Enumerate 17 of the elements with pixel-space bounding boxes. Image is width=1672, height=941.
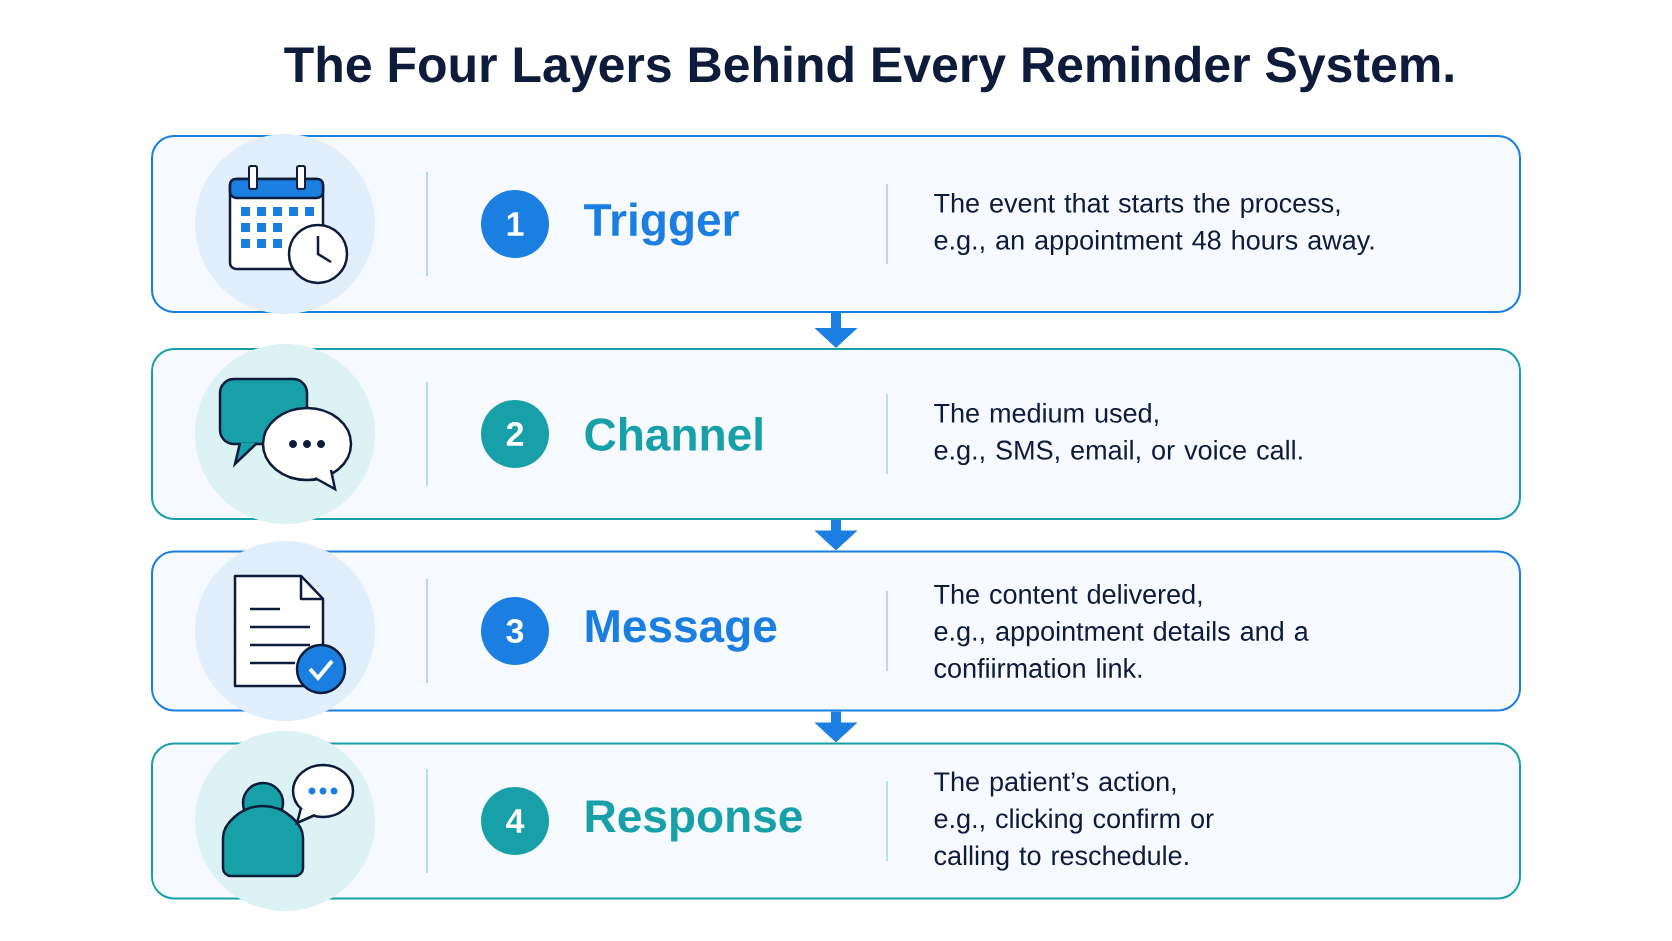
example-text: e.g., appointment details and a confiirmation link. (934, 621, 1309, 678)
number-badge: 2 (481, 400, 549, 468)
description-text: The medium used, (934, 402, 1158, 426)
description-text: The patient’s action, (934, 771, 1176, 797)
description-text: The content delivered, (934, 584, 1202, 608)
layer-title: Trigger (584, 202, 739, 246)
example-text: e.g., an appointment 48 hours away. (934, 229, 1374, 256)
layer-title: Response (586, 800, 802, 842)
heading: The Four Layers Behind Every Reminder System. (284, 45, 1453, 93)
number-badge: 3 (481, 597, 549, 665)
layer-title: Message (586, 610, 777, 652)
number-badge: 4 (481, 787, 549, 855)
example-text: e.g., clicking confirm or calling to reschedule. (934, 808, 1214, 871)
number-badge: 1 (481, 190, 549, 258)
layer-title: Channel (585, 417, 762, 451)
description-text: The event that starts the process, (934, 192, 1340, 219)
example-text: e.g., SMS, email, or voice call. (934, 439, 1302, 466)
